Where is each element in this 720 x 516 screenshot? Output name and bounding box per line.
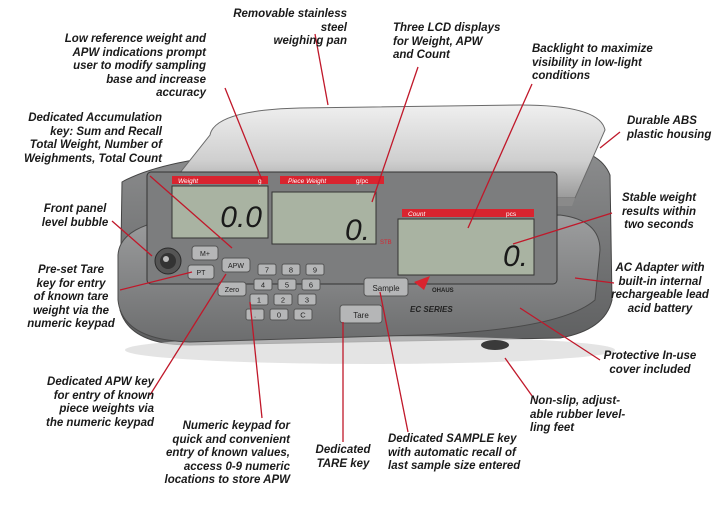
callout-preset-tare: Pre-set Tare key for entry of known tare…: [27, 264, 115, 330]
keypad-key-label: 5: [285, 281, 289, 290]
keypad-key-label: 0: [277, 311, 281, 320]
keypad-key: [301, 278, 321, 291]
keypad-key-label: 7: [265, 266, 269, 275]
lcd-count-unit: pcs: [506, 211, 517, 218]
callout-stable-weight: Stable weight results within two seconds: [621, 192, 697, 231]
keypad-key-label: 2: [281, 296, 285, 305]
callout-apw-key: Dedicated APW key for entry of known pie…: [45, 376, 154, 429]
lcd-count-value: 0.: [503, 240, 528, 273]
lcd-apw-unit: g/pc: [356, 178, 369, 185]
callout-abs-housing: Durable ABS plastic housing: [627, 115, 712, 141]
lcd-apw: Piece Weight g/pc 0. STB: [271, 176, 392, 247]
callout-ac-adapter: AC Adapter with built-in internal rechar…: [611, 262, 709, 315]
svg-text:APW: APW: [228, 263, 244, 270]
sample-key: [363, 277, 409, 297]
lcd-count-title: Count: [408, 211, 427, 218]
pt-key: [187, 264, 215, 280]
numeric-keypad: 7 8 9 4 5 6 1 2 3. 0 C: [245, 263, 325, 321]
keypad-key-label: 6: [309, 281, 313, 290]
function-keys: M+ PT APW Zero: [187, 245, 251, 297]
svg-text:Sample: Sample: [372, 284, 400, 293]
callout-tare-key: Dedicated TARE key: [315, 444, 371, 470]
callout-pan: Removable stainless steel weighing pan: [233, 8, 347, 47]
callout-backlight: Backlight to maximize visibility in low-…: [532, 43, 653, 82]
svg-text:M+: M+: [200, 251, 210, 258]
callout-protective-cover: Protective In-use cover included: [603, 350, 697, 376]
lcd-weight-unit: g: [258, 178, 262, 185]
keypad-key: [249, 293, 269, 306]
keypad-key: [257, 263, 277, 276]
brand: OHAUS: [432, 288, 454, 294]
keypad-key-label: 9: [313, 266, 317, 275]
lcd-apw-stb: STB: [380, 240, 392, 246]
lcd-count: Count pcs 0.: [397, 209, 535, 276]
lcd-weight: Weight g 0.0: [171, 176, 269, 239]
keypad-key: [305, 263, 325, 276]
keypad-key: [281, 263, 301, 276]
series-logo: EC SERIES: [410, 305, 453, 314]
keypad-key: [297, 293, 317, 306]
keypad-key-label: C: [300, 311, 306, 320]
keypad-key: [277, 278, 297, 291]
keypad-key: [269, 308, 289, 321]
callout-sample-key: Dedicated SAMPLE key with automatic reca…: [388, 433, 521, 472]
tare-key: [339, 304, 383, 324]
svg-text:Tare: Tare: [353, 311, 369, 320]
callout-accumulation: Dedicated Accumulation key: Sum and Reca…: [24, 112, 162, 165]
keypad-key: [253, 278, 273, 291]
keypad-key-label: 1: [257, 296, 261, 305]
callout-level-bubble: Front panel level bubble: [41, 203, 109, 229]
zero-key: [217, 281, 247, 297]
svg-text:PT: PT: [197, 270, 207, 277]
ohaus-logo: [414, 276, 430, 290]
keypad-key-label: .: [254, 311, 256, 320]
callout-feet: Non-slip, adjust- able rubber level- lin…: [530, 395, 626, 434]
callout-lcd-displays: Three LCD displays for Weight, APW and C…: [393, 22, 501, 61]
lcd-weight-value: 0.0: [220, 201, 262, 234]
keypad-key: [273, 293, 293, 306]
mplus-key: [191, 245, 219, 261]
keypad-key-label: 3: [305, 296, 309, 305]
lcd-weight-title: Weight: [178, 178, 199, 185]
lcd-apw-value: 0.: [345, 214, 370, 247]
svg-text:Zero: Zero: [225, 287, 240, 294]
apw-key: [221, 257, 251, 273]
leader-lines: [111, 33, 621, 442]
keypad-key: [293, 308, 313, 321]
rubber-foot: [481, 340, 509, 350]
keypad-key-label: 8: [289, 266, 293, 275]
keypad-key-label: 4: [261, 281, 265, 290]
callout-low-reference: Low reference weight and APW indications…: [64, 33, 206, 99]
lcd-apw-title: Piece Weight: [288, 178, 327, 185]
callout-numeric-keypad: Numeric keypad for quick and convenient …: [164, 420, 290, 486]
